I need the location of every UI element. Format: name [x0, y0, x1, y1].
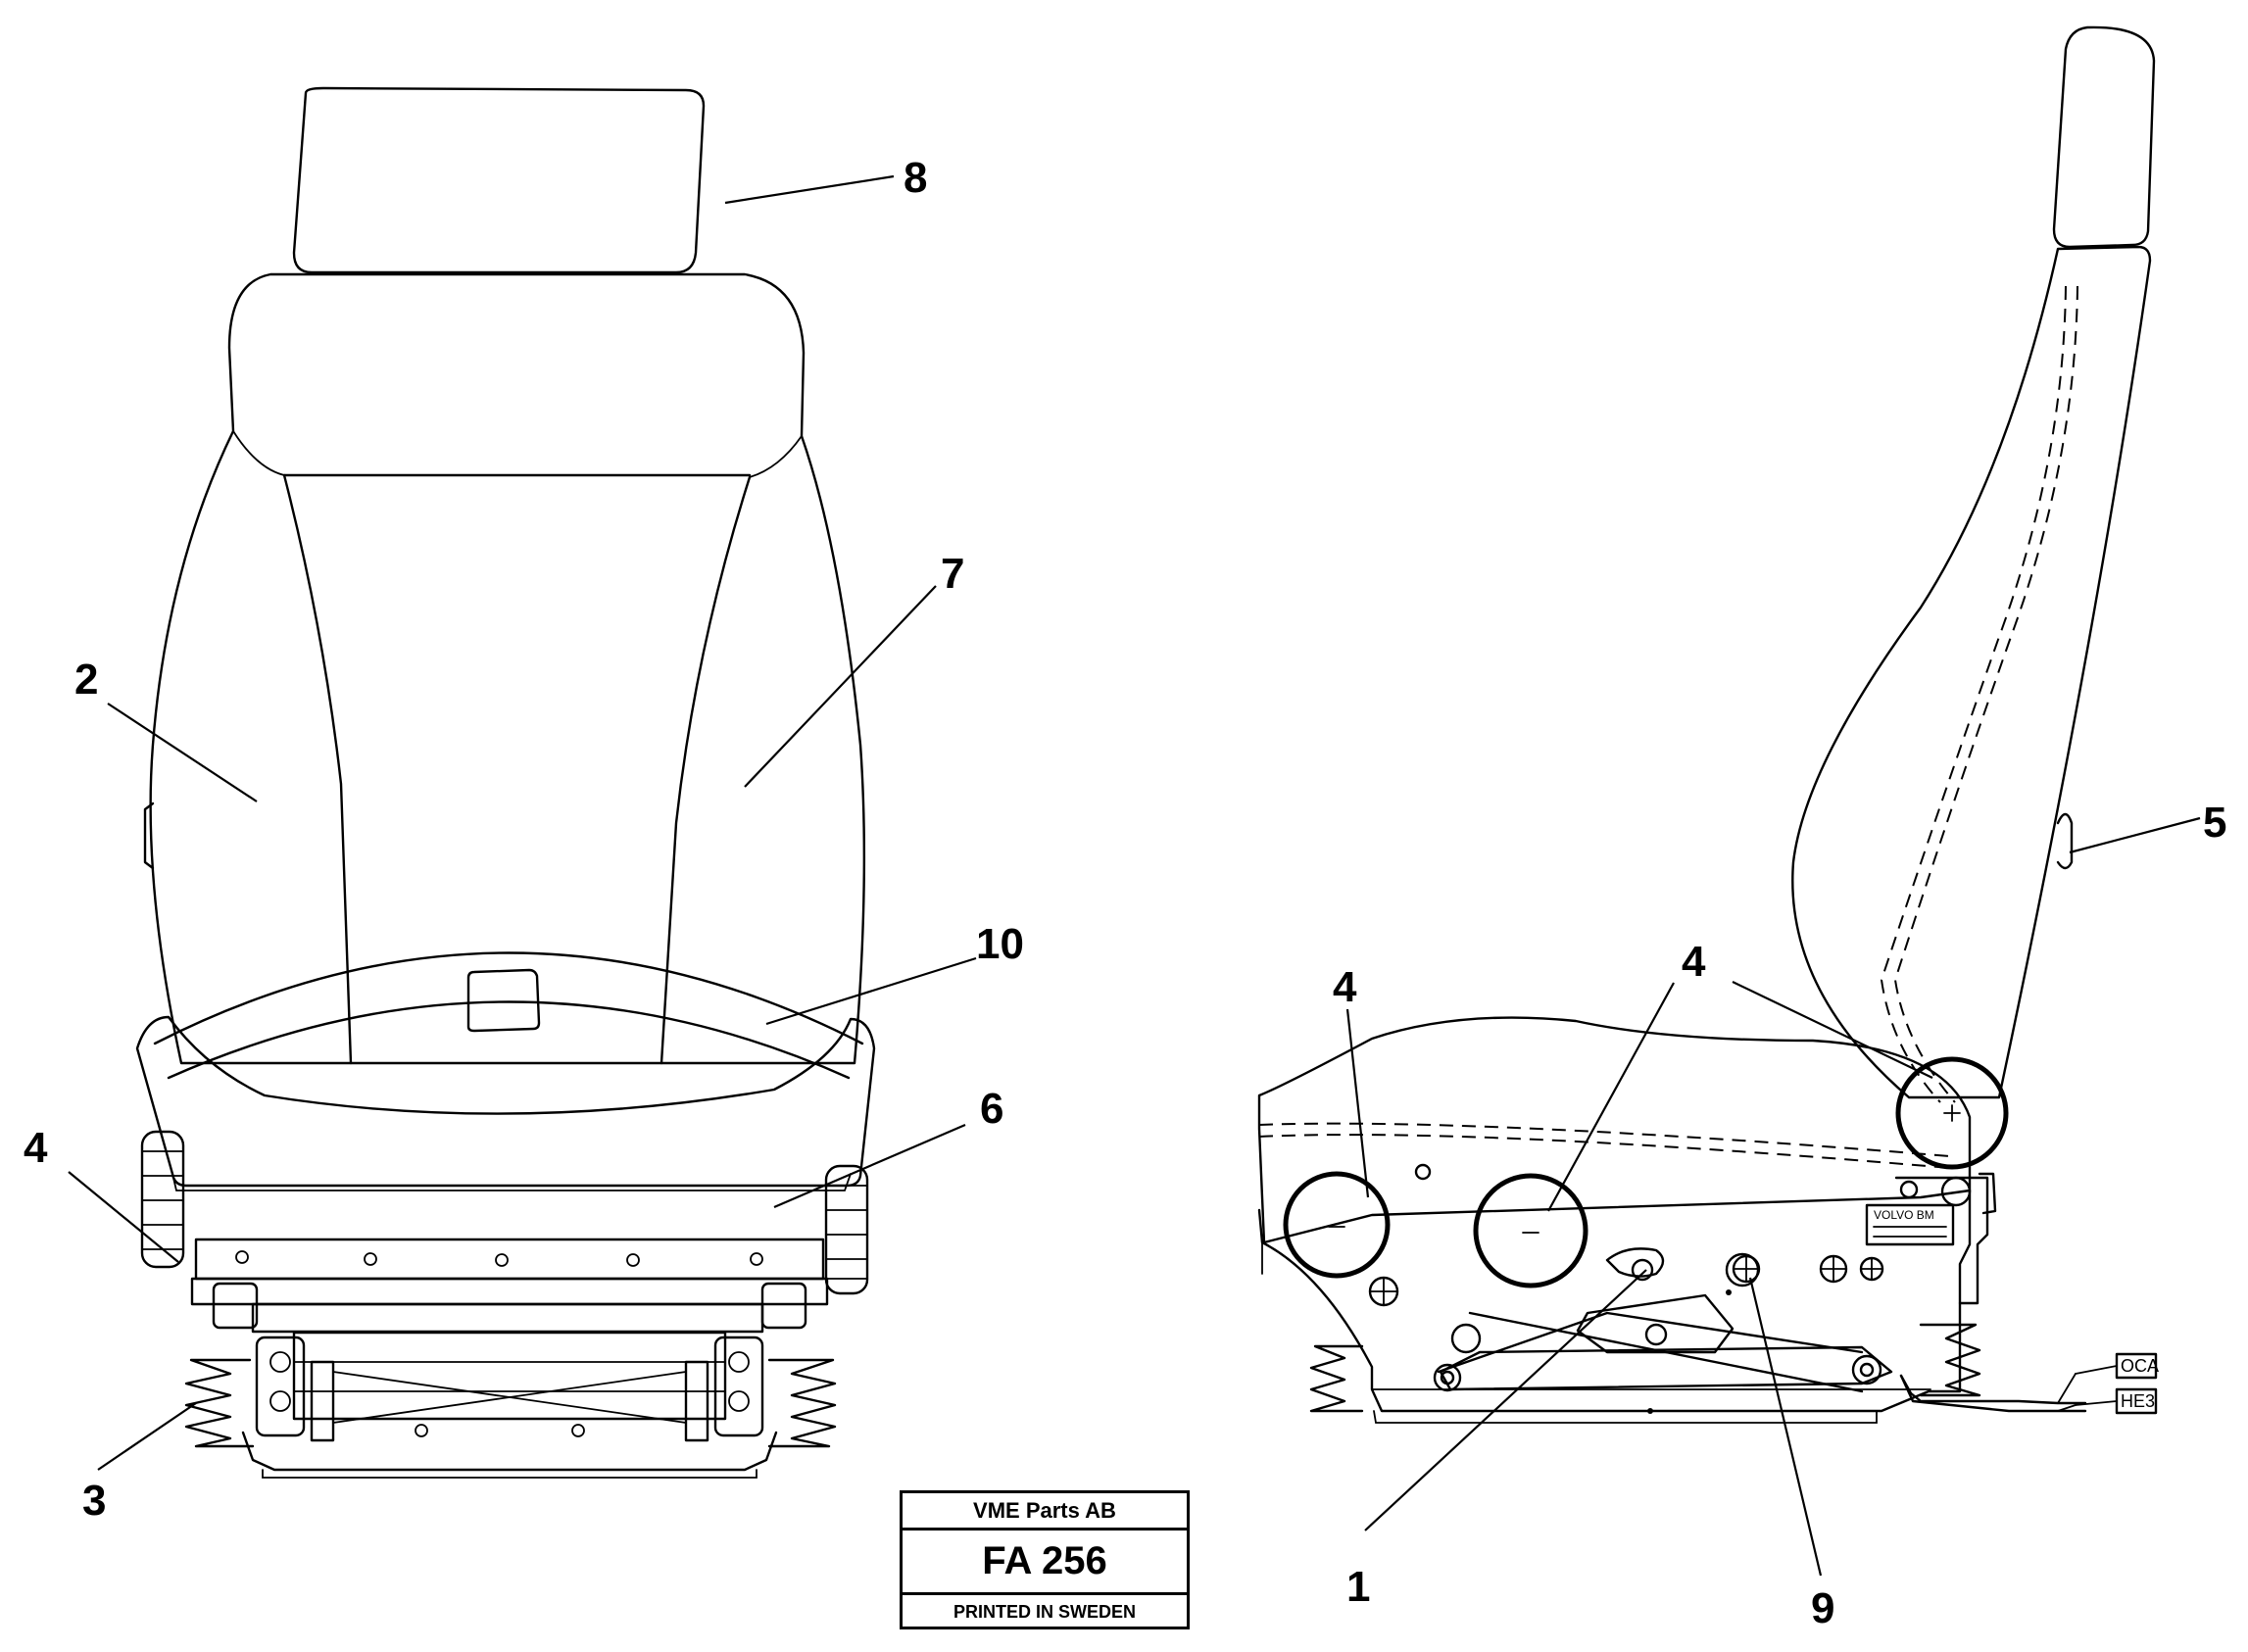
callout-front-3: 3 [82, 1477, 106, 1525]
lumbar-knob [2056, 812, 2074, 870]
side-scissor-mechanism [1433, 1293, 1893, 1393]
callout-side-1: 1 [1346, 1563, 1370, 1611]
side-id-plate: VOLVO BM [1865, 1203, 1955, 1246]
height-knob-mid [1473, 1173, 1588, 1288]
callout-side-5: 5 [2203, 799, 2226, 847]
title-block-company: VME Parts AB [903, 1493, 1187, 1531]
side-bellows-right [1919, 1323, 1981, 1397]
callout-side-4-mid: 4 [1682, 938, 1706, 986]
height-knob-left [1283, 1171, 1391, 1279]
title-block-note: PRINTED IN SWEDEN [953, 1602, 1136, 1622]
seat-front-view [135, 86, 876, 1479]
callout-side-4-left: 4 [1333, 963, 1357, 1011]
title-block: VME Parts AB FA 256 PRINTED IN SWEDEN [900, 1490, 1190, 1629]
front-bellows-right [767, 1358, 837, 1448]
callout-front-2: 2 [74, 656, 98, 704]
callout-front-4: 4 [24, 1124, 48, 1172]
connector-lower-label: HE3 [2121, 1391, 2155, 1411]
side-bellows-left [1309, 1344, 1364, 1413]
connector-lower: HE3 [2115, 1387, 2158, 1415]
callout-front-6: 6 [980, 1085, 1003, 1133]
side-wiring: OCA HE3 [1899, 1352, 2159, 1415]
side-lever [1605, 1247, 1665, 1282]
side-backrest [1791, 245, 2152, 1099]
callout-front-8: 8 [904, 154, 927, 202]
recline-knob [1895, 1056, 2009, 1170]
callout-front-10: 10 [976, 920, 1024, 968]
connector-upper: OCA [2115, 1352, 2159, 1380]
callout-front-7: 7 [941, 550, 964, 598]
front-side-knob-right [824, 1164, 869, 1295]
front-backrest [149, 272, 866, 1065]
front-seat-cushion [135, 1015, 876, 1188]
front-suspension [190, 1277, 829, 1442]
connector-upper-label: OCA [2121, 1356, 2159, 1376]
front-bellows-left [184, 1358, 255, 1448]
side-id-plate-label: VOLVO BM [1874, 1208, 1934, 1222]
front-side-knob-left [140, 1130, 185, 1269]
leader-lines [68, 174, 2201, 1577]
armrest-clip [466, 968, 541, 1033]
front-headrest [292, 86, 706, 274]
callout-side-9: 9 [1811, 1584, 1834, 1632]
front-base [241, 1431, 778, 1472]
title-block-code: FA 256 [903, 1531, 1187, 1595]
callout-numbers: 8 7 2 10 6 4 3 5 4 4 1 9 [24, 154, 2226, 1632]
side-headrest [2052, 25, 2156, 249]
side-seat-cushion [1257, 1016, 1972, 1244]
seat-side-view: VOLVO BM OCA HE3 [1257, 25, 2159, 1424]
